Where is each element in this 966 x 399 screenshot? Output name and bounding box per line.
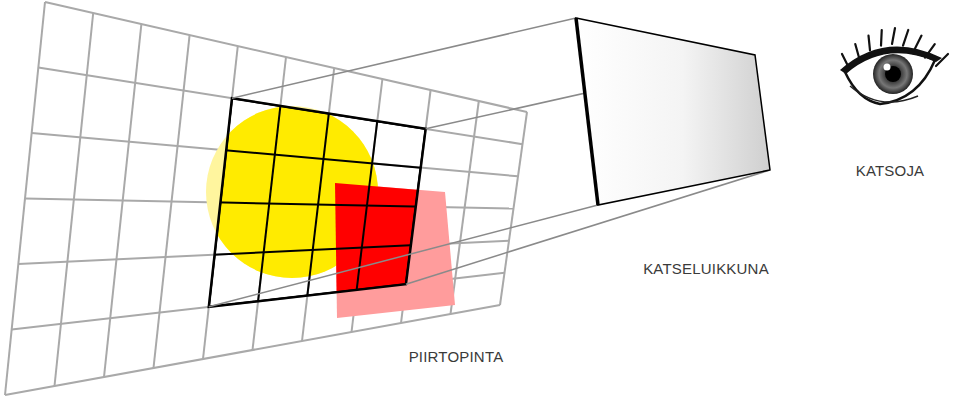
grid-line-visible: [154, 35, 190, 368]
projection-line: [406, 170, 770, 284]
grid-line-visible: [451, 101, 479, 314]
eyelash: [880, 30, 883, 46]
eyelash: [892, 28, 895, 44]
grid-line-visible: [45, 2, 527, 112]
grid-line-visible: [5, 2, 45, 395]
part-label: KATSELUIKKUNA: [643, 260, 769, 277]
eyelash: [855, 44, 859, 58]
grid-line-visible: [104, 24, 141, 377]
eye-icon: [840, 28, 948, 104]
eyelash: [869, 36, 871, 51]
eyelash: [936, 54, 948, 66]
projection-line: [232, 18, 576, 98]
part-label: KATSOJA: [856, 162, 925, 179]
eyelash: [925, 44, 935, 58]
grid-line-visible: [500, 112, 527, 305]
part-label: PIIRTOPINTA: [409, 348, 504, 365]
grid-line-visible: [25, 199, 514, 209]
viewing-window: [576, 18, 770, 205]
viewport-frame: [209, 98, 426, 307]
eyelash: [903, 30, 908, 46]
grid-line: [45, 2, 527, 112]
red-square: [335, 183, 455, 318]
eyelash: [842, 54, 848, 66]
grid-line-visible: [18, 241, 509, 264]
projection-line: [209, 205, 598, 307]
eyelash: [914, 36, 922, 51]
viewing-window-edge: [576, 18, 598, 205]
grid-line-visible: [32, 133, 518, 176]
red-square-visible: [335, 183, 455, 318]
grid-line-visible: [55, 13, 94, 386]
